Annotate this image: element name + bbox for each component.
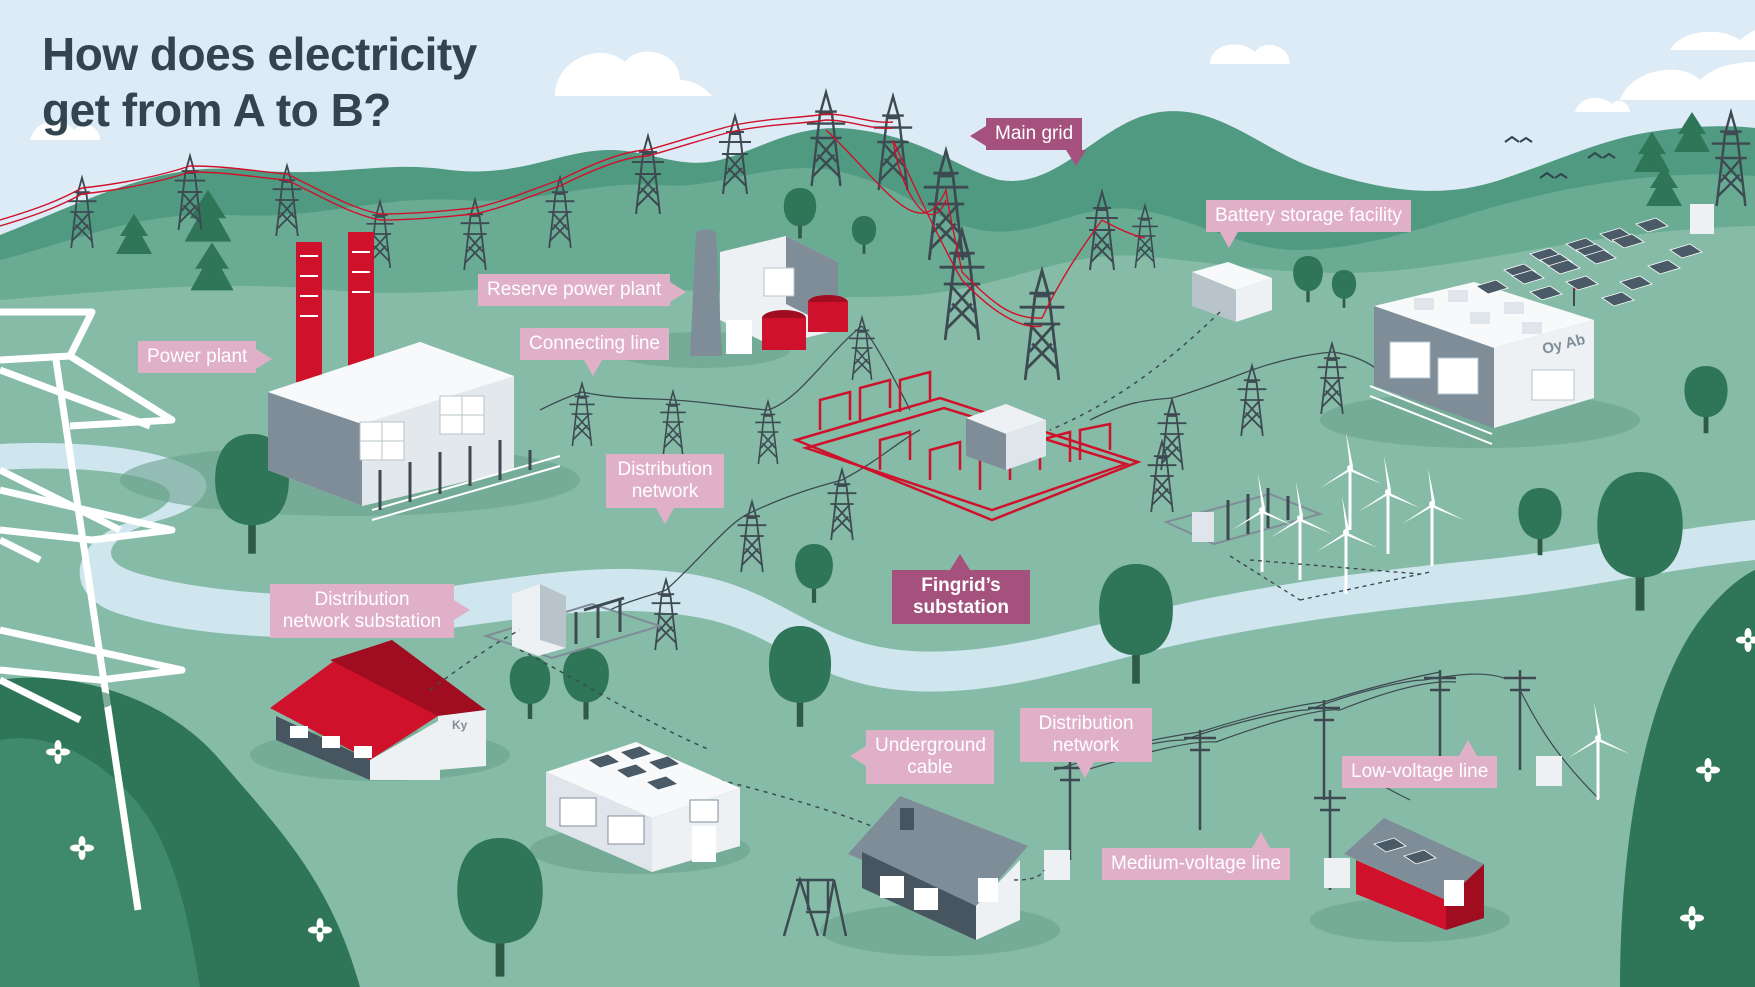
label-text: Distribution: [314, 589, 410, 610]
label-text: Fingrid’s: [921, 575, 1001, 596]
wind-farm: [1163, 430, 1466, 601]
label-fingrid-substation: Fingrid’s substation: [892, 554, 1030, 624]
label-text: substation: [912, 597, 1010, 618]
label-text: network: [1052, 735, 1120, 756]
foreground-pylon: [0, 308, 186, 911]
title-line-1: How does electricity: [42, 28, 477, 80]
reserve-power-plant-building: [690, 229, 848, 356]
label-distribution-network-upper: Distribution network: [606, 454, 724, 524]
solar-field: [1475, 204, 1714, 307]
infographic-title: How does electricity get from A to B?: [42, 26, 477, 138]
label-text: Connecting line: [529, 333, 660, 354]
label-text: Reserve power plant: [487, 279, 662, 300]
label-pointer: [584, 360, 602, 376]
ky-building: [270, 640, 486, 780]
label-pointer: [656, 508, 674, 524]
leaf-spots: [86, 692, 1732, 874]
label-reserve-power-plant: Reserve power plant: [478, 274, 687, 306]
label-low-voltage-line: Low-voltage line: [1342, 740, 1498, 788]
label-power-plant: Power plant: [138, 341, 273, 373]
label-text: network substation: [282, 611, 442, 632]
shop-building: [546, 742, 740, 872]
label-medium-voltage-line: Medium-voltage line: [1102, 832, 1291, 880]
label-pointer: [1066, 150, 1086, 166]
label-pointer: [1252, 832, 1271, 848]
company-sign-ky: Ky: [452, 718, 468, 732]
battery-storage-building: [1192, 262, 1272, 322]
label-distribution-network-lower: Distribution network: [1020, 708, 1152, 778]
clouds: [30, 30, 1755, 140]
label-text: Distribution: [617, 459, 713, 480]
label-pointer: [670, 282, 687, 302]
label-pointer: [850, 746, 866, 766]
label-text: network: [631, 481, 699, 502]
label-text: Underground: [875, 735, 986, 756]
label-pointer: [950, 554, 970, 570]
main-grid-lines: [0, 113, 1146, 328]
red-house: [1344, 818, 1484, 930]
label-pointer: [970, 126, 986, 146]
label-text: cable: [907, 757, 953, 778]
distribution-network-pylons: [609, 342, 1381, 651]
label-pointer: [256, 349, 273, 369]
title-line-2: get from A to B?: [42, 84, 391, 136]
birds: [1504, 135, 1616, 179]
label-pointer: [1076, 762, 1094, 778]
label-pointer: [1459, 740, 1478, 756]
label-text: Low-voltage line: [1351, 761, 1489, 782]
label-main-grid: Main grid: [970, 118, 1086, 166]
fingrid-substation-structure: [792, 370, 1142, 522]
label-underground-cable: Underground cable: [850, 730, 994, 784]
label-text: Medium-voltage line: [1111, 853, 1282, 874]
connecting-line: [539, 316, 911, 465]
label-text: Power plant: [147, 346, 248, 367]
label-text: Distribution: [1038, 713, 1134, 734]
fingrid-substation-transformer: [966, 404, 1046, 470]
label-text: Main grid: [995, 123, 1074, 144]
label-battery-storage-facility: Battery storage facility: [1206, 200, 1411, 248]
label-pointer: [454, 600, 470, 620]
label-distribution-network-substation: Distribution network substation: [270, 584, 470, 638]
house-with-swing: [782, 796, 1028, 940]
label-connecting-line: Connecting line: [520, 328, 669, 376]
label-pointer: [1220, 232, 1238, 248]
label-text: Battery storage facility: [1215, 205, 1402, 226]
power-plant-building: [268, 232, 561, 521]
distribution-network-substation-structure: [482, 584, 664, 660]
company-building: [1369, 282, 1594, 445]
